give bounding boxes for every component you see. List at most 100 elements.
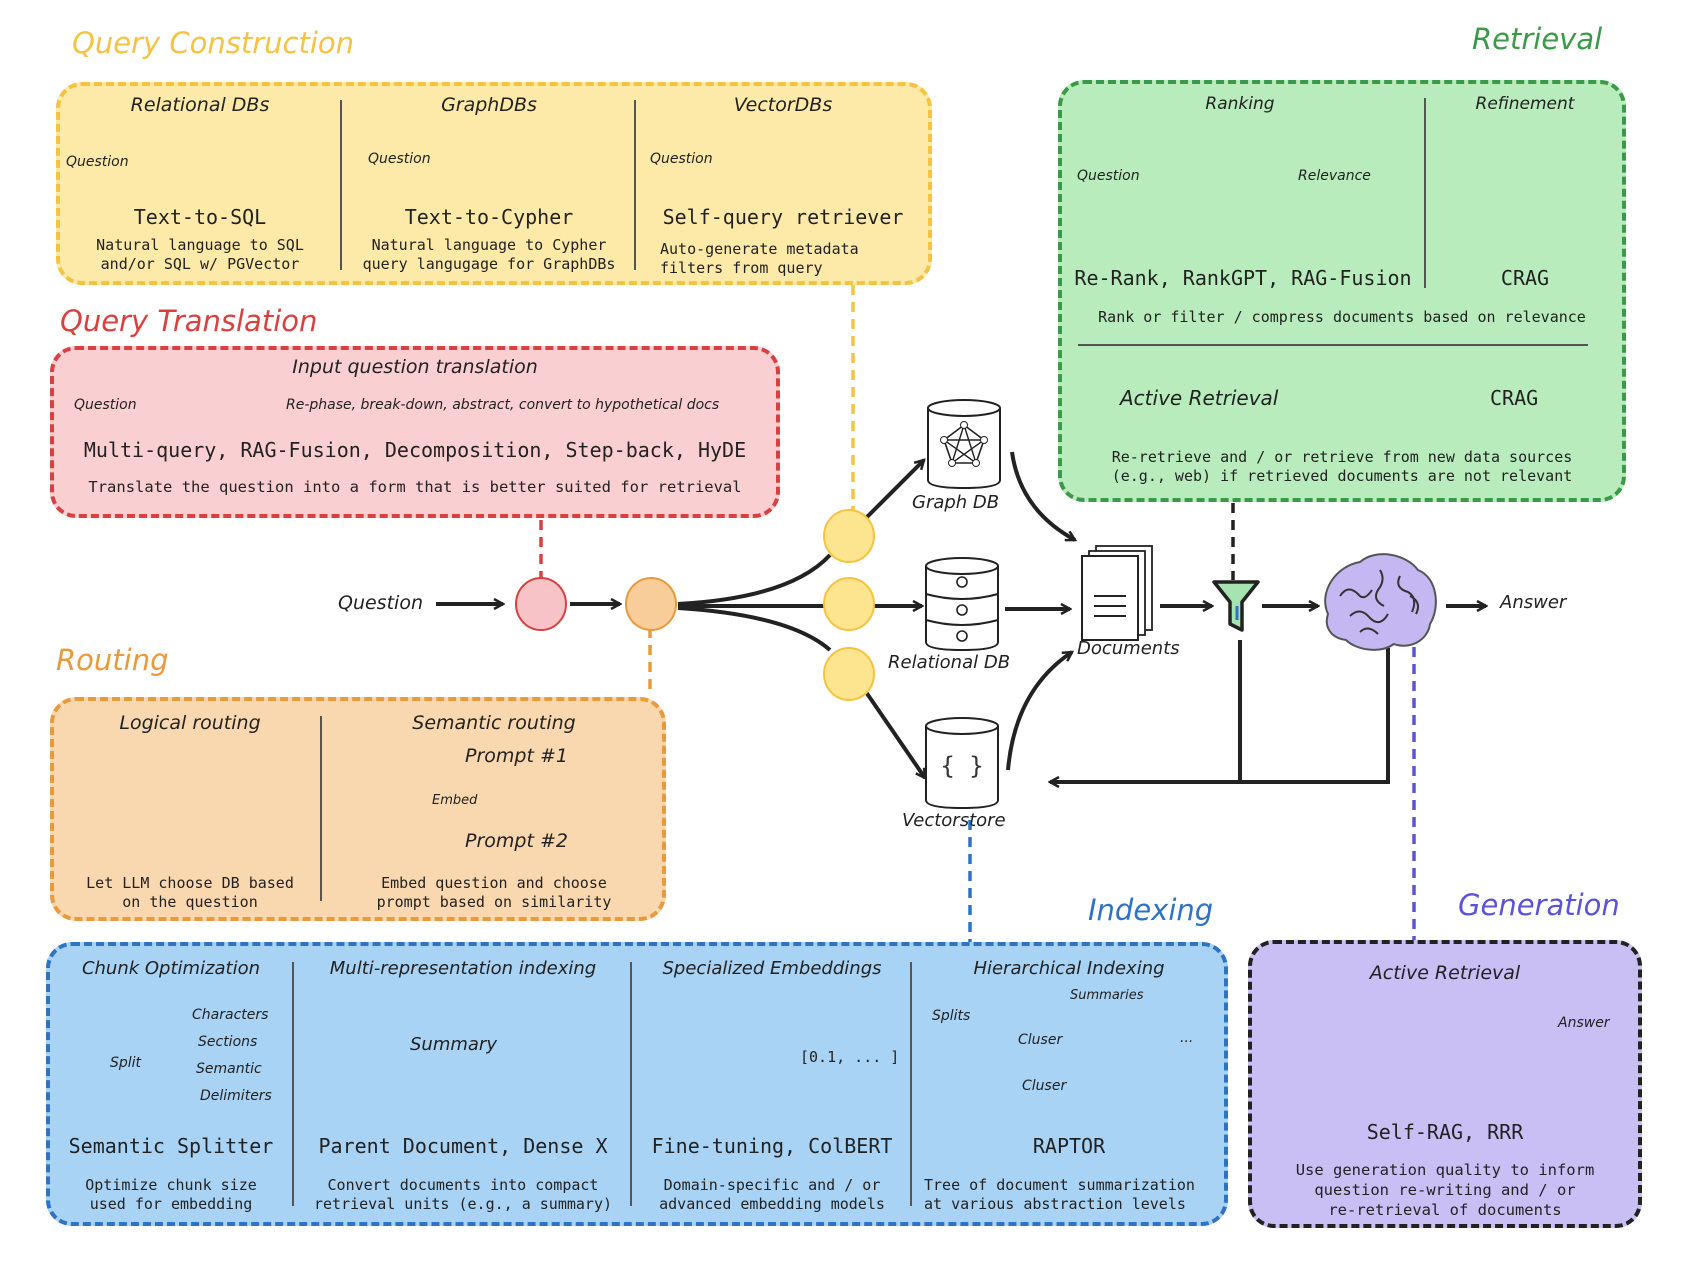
relevance-label: Relevance: [1298, 168, 1371, 184]
column-divider: [630, 962, 632, 1206]
column-divider: [320, 716, 322, 901]
semantic-routing-desc: Embed question and choose prompt based o…: [376, 874, 612, 911]
relational-db-icon: [925, 557, 999, 652]
summary-label: Summary: [410, 1034, 497, 1055]
qt-output: Re-phase, break-down, abstract, convert …: [286, 397, 720, 413]
query-translation-box: [50, 346, 780, 518]
llm-brain-icon: [1324, 553, 1437, 651]
chunk-optimization-subtitle: Chunk Optimization: [81, 958, 261, 979]
multi-representation-desc: Convert documents into compact retrieval…: [313, 1176, 612, 1213]
ranking-input: Question: [1077, 168, 1140, 184]
qt-methods: Multi-query, RAG-Fusion, Decomposition, …: [83, 438, 747, 462]
chunk-option: Sections: [198, 1034, 258, 1050]
ranking-method: Re-Rank, RankGPT, RAG-Fusion: [1074, 266, 1412, 290]
column-divider: [910, 962, 912, 1206]
generation-title: Generation: [1458, 888, 1620, 922]
chunk-option: Characters: [192, 1007, 269, 1023]
arrow-to-graph-db: [864, 460, 924, 520]
vectorstore-label: Vectorstore: [902, 810, 1006, 831]
generation-subtitle: Active Retrieval: [1369, 962, 1521, 984]
logical-routing-desc: Let LLM choose DB based on the question: [86, 874, 294, 911]
embed-label: Embed: [432, 793, 478, 808]
column-divider: [634, 100, 636, 270]
qc-relational-subtitle: Relational DBs: [130, 94, 270, 116]
qc-graph-input: Question: [368, 151, 431, 167]
arrow-vector-to-docs: [1006, 650, 1072, 771]
branch-graph: [677, 553, 832, 606]
chunk-option: Delimiters: [200, 1088, 272, 1104]
qc-vector-input: Question: [650, 151, 713, 167]
active-retrieval-subtitle: Active Retrieval: [1120, 386, 1279, 410]
semantic-routing-subtitle: Semantic routing: [412, 712, 576, 734]
refinement-subtitle: Refinement: [1475, 94, 1575, 114]
prompt-1-label: Prompt #1: [465, 745, 568, 767]
embedding-vector-label: [0.1, ... ]: [800, 1048, 900, 1066]
summaries-label: Summaries: [1070, 988, 1144, 1003]
retrieval-title: Retrieval: [1472, 22, 1603, 56]
branch-vector: [677, 606, 832, 652]
specialized-embeddings-desc: Domain-specific and / or advanced embedd…: [659, 1176, 885, 1213]
flow-question-label: Question: [338, 592, 423, 614]
active-retrieval-method: CRAG: [1490, 386, 1539, 410]
specialized-embeddings-subtitle: Specialized Embeddings: [662, 958, 882, 979]
construction-node-relational: [823, 577, 875, 631]
construction-node-graph: [823, 509, 875, 563]
column-divider: [292, 962, 294, 1206]
retrieval-box: [1058, 80, 1626, 502]
chunk-optimization-method: Semantic Splitter: [68, 1134, 274, 1158]
answer-label: Answer: [1500, 592, 1567, 613]
qc-graph-subtitle: GraphDBs: [441, 94, 537, 116]
multi-representation-method: Parent Document, Dense X: [318, 1134, 608, 1158]
split-label: Split: [110, 1055, 142, 1071]
generation-desc: Use generation quality to inform questio…: [1295, 1161, 1595, 1219]
relational-db-label: Relational DB: [888, 652, 1011, 673]
graph-db-label: Graph DB: [912, 492, 1000, 513]
qc-relational-method: Text-to-SQL: [133, 205, 267, 229]
logical-routing-subtitle: Logical routing: [119, 712, 261, 734]
column-divider: [340, 100, 342, 270]
qc-vector-subtitle: VectorDBs: [733, 94, 833, 116]
ellipsis-label: ...: [1180, 1030, 1194, 1046]
indexing-title: Indexing: [1088, 893, 1214, 927]
generation-method: Self-RAG, RRR: [1366, 1120, 1524, 1144]
row-divider: [1078, 344, 1588, 346]
ranking-refinement-desc: Rank or filter / compress documents base…: [1098, 308, 1586, 326]
qt-desc: Translate the question into a form that …: [88, 478, 742, 496]
cluster-label: Cluser: [1018, 1032, 1063, 1048]
relevance-filter-icon: [1212, 580, 1260, 632]
hierarchical-indexing-method: RAPTOR: [1032, 1134, 1106, 1158]
chunk-option: Semantic: [196, 1061, 262, 1077]
active-retrieval-desc: Re-retrieve and / or retrieve from new d…: [1111, 448, 1573, 485]
specialized-embeddings-method: Fine-tuning, ColBERT: [651, 1134, 893, 1158]
qc-vector-desc: Auto-generate metadata filters from quer…: [660, 240, 859, 277]
query-construction-title: Query Construction: [72, 26, 354, 60]
qt-input: Question: [74, 397, 137, 413]
cluster-label: Cluser: [1022, 1078, 1067, 1094]
multi-representation-subtitle: Multi-representation indexing: [329, 958, 597, 979]
graph-db-icon: [927, 399, 1001, 490]
qc-graph-method: Text-to-Cypher: [404, 205, 574, 229]
translation-node: [515, 577, 567, 631]
splits-label: Splits: [932, 1008, 971, 1024]
query-translation-title: Query Translation: [60, 304, 318, 338]
documents-icon: [1081, 545, 1153, 641]
qt-subtitle: Input question translation: [292, 356, 538, 378]
routing-node: [625, 577, 677, 631]
generation-box: [1248, 940, 1642, 1228]
refinement-method: CRAG: [1500, 266, 1550, 290]
prompt-2-label: Prompt #2: [465, 830, 568, 852]
chunk-optimization-desc: Optimize chunk size used for embedding: [85, 1176, 257, 1213]
feedback-loop-arrow: [1050, 648, 1390, 782]
hierarchical-indexing-subtitle: Hierarchical Indexing: [973, 958, 1165, 979]
hierarchical-indexing-desc: Tree of document summarization at variou…: [924, 1176, 1195, 1213]
qc-relational-input: Question: [66, 154, 129, 170]
arrow-graph-to-docs: [1010, 451, 1075, 542]
arrow-to-vectorstore: [864, 690, 927, 778]
routing-box: [50, 697, 666, 921]
qc-relational-desc: Natural language to SQL and/or SQL w/ PG…: [96, 236, 304, 273]
svg-text:{ }: { }: [940, 752, 983, 780]
generation-answer-label: Answer: [1558, 1015, 1610, 1031]
routing-title: Routing: [56, 643, 169, 677]
qc-graph-desc: Natural language to Cypher query languga…: [362, 236, 616, 273]
